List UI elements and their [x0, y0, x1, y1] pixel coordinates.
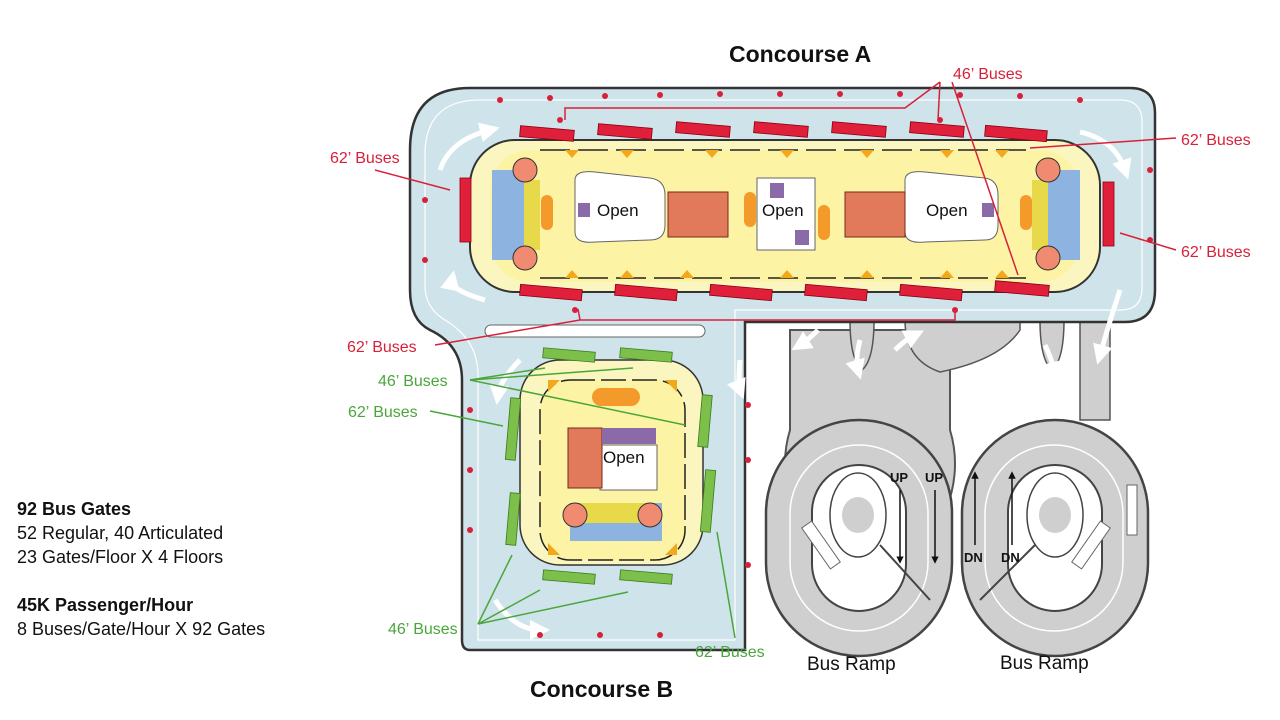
concourse-b-title: Concourse B: [530, 676, 673, 702]
open-area-label: Open: [926, 201, 968, 220]
label-62-buses-a-right-top: 62’ Buses: [1181, 132, 1251, 149]
gates-detail: 23 Gates/Floor X 4 Floors: [17, 547, 224, 567]
concourse-a-bus-bays: [459, 121, 1115, 302]
ramp-up-label: UP: [925, 470, 943, 485]
bus-ramp-left: [764, 329, 956, 658]
label-62-buses-a-bottom: 62’ Buses: [347, 339, 417, 356]
concourse-a-title: Concourse A: [729, 41, 871, 67]
bus-ramp-label-left: Bus Ramp: [807, 654, 896, 675]
open-area-label: Open: [603, 448, 645, 467]
ramp-dn-label: DN: [964, 550, 983, 565]
label-46-buses-b-top: 46’ Buses: [378, 373, 448, 390]
label-62-buses-b-right: 62’ Buses: [695, 644, 765, 661]
green-callouts: [429, 367, 736, 639]
gates-heading: 92 Bus Gates: [17, 499, 132, 519]
open-area-label: Open: [597, 201, 639, 220]
label-62-buses-a-right-bottom: 62’ Buses: [1181, 244, 1251, 261]
passenger-detail: 8 Buses/Gate/Hour X 92 Gates: [17, 619, 266, 639]
passenger-heading: 45K Passenger/Hour: [17, 595, 194, 615]
label-62-buses-a-left: 62’ Buses: [330, 150, 400, 167]
label-46-buses-a: 46’ Buses: [953, 66, 1023, 83]
bus-ramp-right: [960, 418, 1150, 658]
concourse-a: [469, 139, 1101, 293]
red-callouts: [374, 81, 1177, 346]
roadway-markers: [422, 91, 1153, 638]
label-62-buses-b-left: 62’ Buses: [348, 404, 418, 421]
concourse-b: [519, 359, 704, 566]
concourse-b-bus-bays: [504, 347, 717, 585]
gates-detail: 52 Regular, 40 Articulated: [17, 523, 224, 543]
open-area-label: Open: [762, 201, 804, 220]
bus-ramp-label-right: Bus Ramp: [1000, 653, 1089, 674]
ramp-dn-label: DN: [1001, 550, 1020, 565]
capacity-summary: 92 Bus Gates 52 Regular, 40 Articulated …: [17, 497, 265, 641]
ramp-up-label: UP: [890, 470, 908, 485]
label-46-buses-b-bottom: 46’ Buses: [388, 621, 458, 638]
traffic-flow-arrows: [437, 122, 1132, 640]
